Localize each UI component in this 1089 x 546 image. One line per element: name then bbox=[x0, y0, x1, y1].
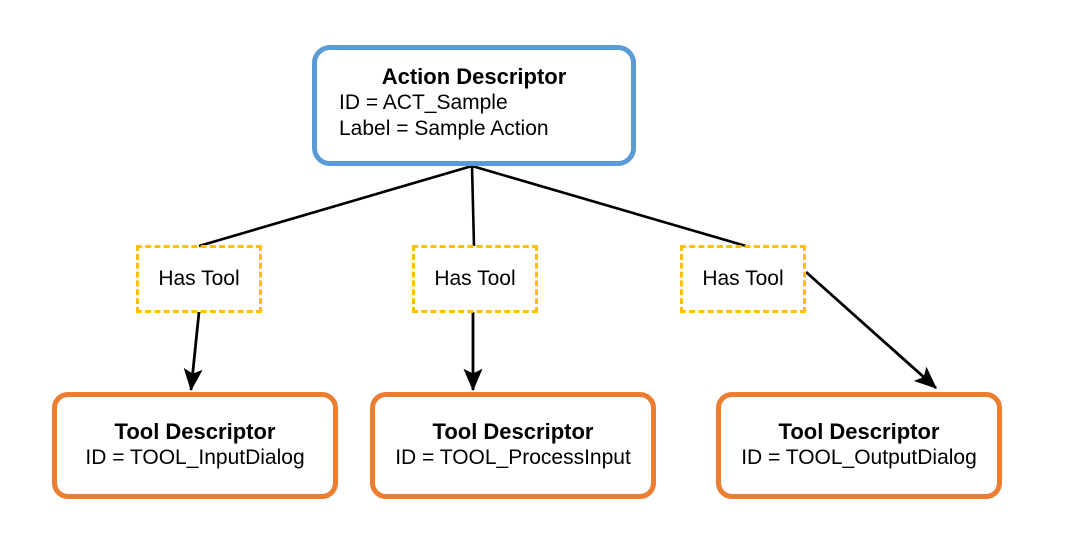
connector-action-to-has-tool-1 bbox=[198, 164, 473, 248]
node-has-tool-1[interactable]: Has Tool bbox=[136, 245, 262, 313]
has-tool-2-label: Has Tool bbox=[434, 267, 516, 291]
node-tool-descriptor-1[interactable]: Tool Descriptor ID = TOOL_InputDialog bbox=[52, 392, 338, 499]
node-has-tool-3[interactable]: Has Tool bbox=[680, 245, 806, 313]
tool-descriptor-1-body: ID = TOOL_InputDialog bbox=[85, 445, 304, 471]
arrow-has-tool-1-to-tool-descriptor-1 bbox=[183, 311, 203, 392]
node-has-tool-2[interactable]: Has Tool bbox=[412, 245, 538, 313]
tool-descriptor-3-body: ID = TOOL_OutputDialog bbox=[741, 445, 977, 471]
action-descriptor-body: ID = ACT_Sample Label = Sample Action bbox=[339, 90, 549, 143]
has-tool-1-label: Has Tool bbox=[158, 267, 240, 291]
action-descriptor-id: ID = ACT_Sample bbox=[339, 91, 508, 115]
tool-descriptor-1-id: ID = TOOL_InputDialog bbox=[85, 446, 305, 470]
node-tool-descriptor-3[interactable]: Tool Descriptor ID = TOOL_OutputDialog bbox=[716, 392, 1002, 499]
tool-descriptor-3-id: ID = TOOL_OutputDialog bbox=[741, 446, 977, 470]
connector-action-to-has-tool-3 bbox=[471, 164, 747, 248]
action-descriptor-title: Action Descriptor bbox=[381, 64, 567, 90]
tool-descriptor-3-title: Tool Descriptor bbox=[778, 419, 940, 445]
connector-action-to-has-tool-2 bbox=[470, 165, 476, 247]
tool-descriptor-1-title: Tool Descriptor bbox=[114, 419, 276, 445]
node-tool-descriptor-2[interactable]: Tool Descriptor ID = TOOL_ProcessInput bbox=[370, 392, 656, 499]
arrow-has-tool-3-to-tool-descriptor-3 bbox=[805, 270, 937, 390]
action-descriptor-label: Label = Sample Action bbox=[339, 117, 549, 141]
node-action-descriptor[interactable]: Action Descriptor ID = ACT_Sample Label … bbox=[312, 45, 636, 166]
tool-descriptor-2-title: Tool Descriptor bbox=[432, 419, 594, 445]
has-tool-3-label: Has Tool bbox=[702, 267, 784, 291]
tool-descriptor-2-id: ID = TOOL_ProcessInput bbox=[395, 446, 631, 470]
tool-descriptor-2-body: ID = TOOL_ProcessInput bbox=[395, 445, 631, 471]
